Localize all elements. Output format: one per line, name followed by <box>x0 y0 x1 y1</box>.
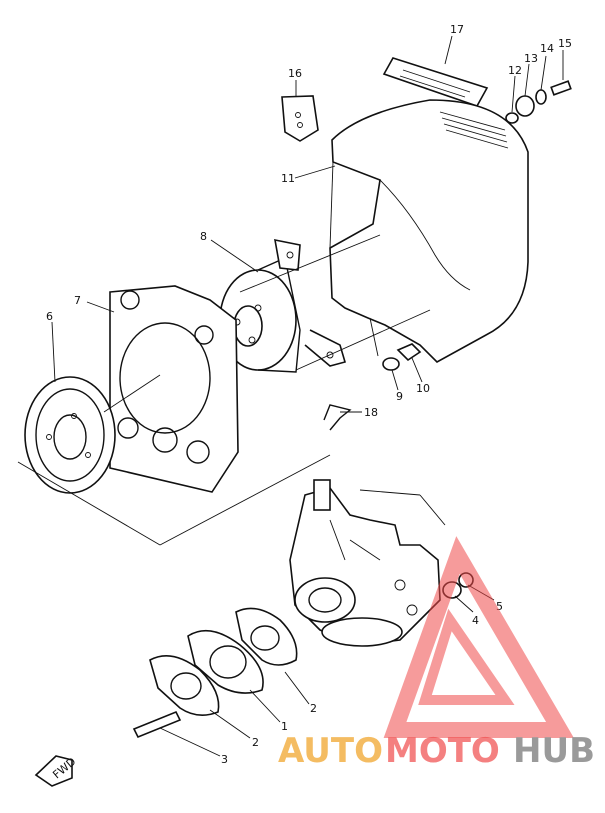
callout-1: 1 <box>281 720 288 733</box>
callout-2-front: 2 <box>252 736 259 749</box>
bracket-16 <box>281 95 319 142</box>
filter-disc-6 <box>24 376 116 494</box>
insulator-1 <box>187 629 264 694</box>
bolt-9-10 <box>382 343 422 371</box>
label-plate-17 <box>382 57 489 107</box>
callout-3: 3 <box>221 753 228 766</box>
element-housing-8 <box>219 238 346 373</box>
callout-7: 7 <box>74 294 81 307</box>
callout-13: 13 <box>524 52 538 65</box>
callout-4: 4 <box>472 614 479 627</box>
callout-2-rear: 2 <box>310 702 317 715</box>
knob-assembly-12-15 <box>505 80 572 124</box>
carburetor-assembly <box>289 479 441 647</box>
front-arrow <box>34 755 73 787</box>
callout-14: 14 <box>540 42 554 55</box>
leader-lines <box>51 35 564 757</box>
watermark-text: AUTO MOTO HUB <box>278 731 595 771</box>
callout-11: 11 <box>281 172 295 185</box>
watermark-part-moto: MOTO <box>385 731 500 771</box>
callout-16: 16 <box>288 67 302 80</box>
watermark-logo <box>383 536 574 738</box>
callout-6: 6 <box>46 310 53 323</box>
callout-10: 10 <box>416 382 430 395</box>
watermark-part-hub: HUB <box>513 731 595 771</box>
gasket-2-front <box>149 654 220 716</box>
watermark-part-auto: AUTO <box>278 731 383 771</box>
base-plate-7 <box>109 285 239 493</box>
gasket-2-rear <box>235 607 298 666</box>
callout-15: 15 <box>558 37 572 50</box>
clip-18 <box>323 404 352 431</box>
watermark-triangle-icon <box>383 536 574 738</box>
callout-9: 9 <box>396 390 403 403</box>
stud-3 <box>132 710 182 739</box>
callout-12: 12 <box>508 64 522 77</box>
cover-11 <box>329 99 529 363</box>
callout-8: 8 <box>200 230 207 243</box>
callout-5: 5 <box>496 600 503 613</box>
callout-18: 18 <box>364 406 378 419</box>
callout-17: 17 <box>450 23 464 36</box>
guide-lines <box>17 234 446 546</box>
